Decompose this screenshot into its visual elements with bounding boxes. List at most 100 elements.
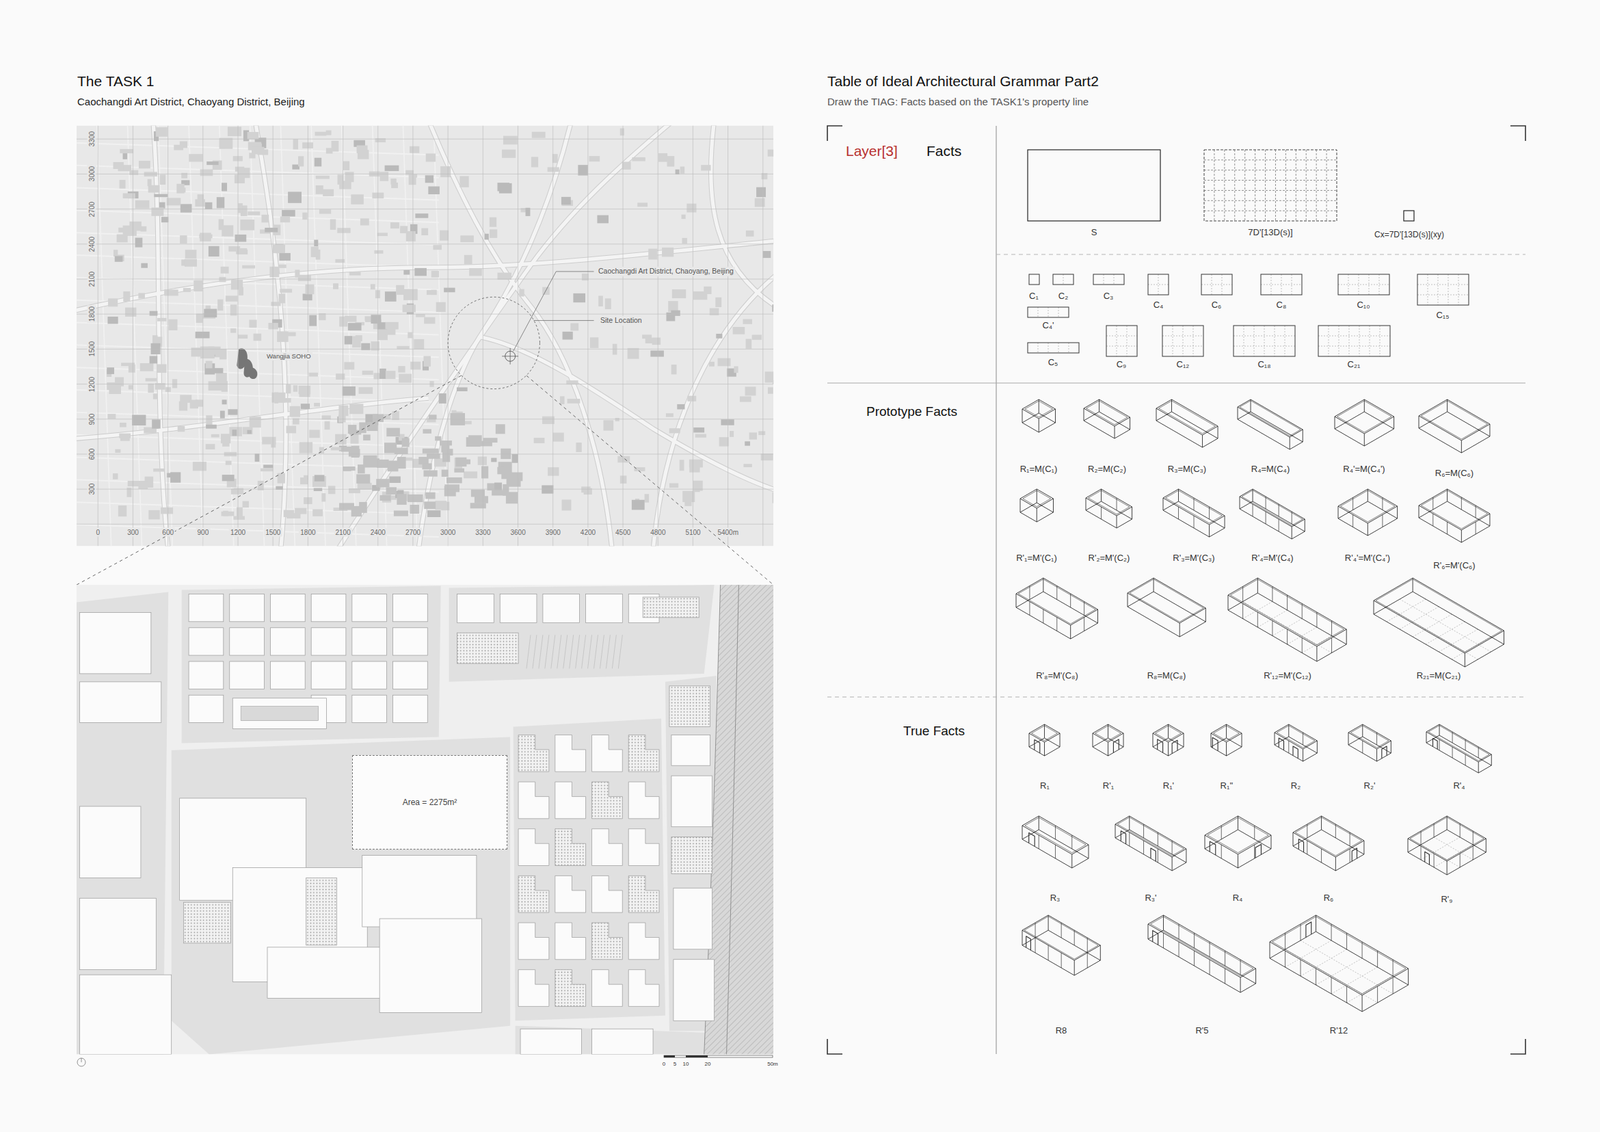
shape-icon [1014, 576, 1100, 669]
parking-line [551, 634, 556, 669]
map-building [261, 436, 276, 445]
box-edge [1071, 854, 1073, 868]
building [628, 875, 660, 913]
box-edge [1171, 856, 1173, 871]
map-building [257, 149, 269, 155]
building [79, 974, 171, 1054]
wall-column [1452, 731, 1453, 743]
building [555, 969, 586, 1007]
wall-column [1034, 937, 1036, 953]
city-block [171, 736, 511, 1054]
map-building [596, 215, 609, 224]
wall-column [1330, 977, 1332, 994]
wall-column [1171, 840, 1173, 855]
map-building [173, 144, 184, 151]
grid-outline [1204, 149, 1337, 221]
map-grid [76, 278, 774, 279]
map-building [767, 387, 774, 394]
map-building [216, 372, 228, 383]
plan-content [76, 584, 774, 1054]
shape-label: R'₆=M'(C₆) [1433, 560, 1475, 571]
shape-label: R'₉ [1440, 893, 1453, 904]
building [306, 877, 338, 945]
wall-column [1346, 932, 1348, 950]
map-building [247, 131, 260, 140]
wall-column [1376, 732, 1378, 745]
room-prototype: R₃ [1018, 814, 1092, 904]
map-building [235, 166, 245, 172]
cell-shape: C₄ [1145, 273, 1172, 311]
box-rim-inner [1276, 725, 1315, 748]
axis-tick: 5100 [683, 527, 702, 537]
building [188, 627, 224, 656]
shape-label: R₂ [1290, 780, 1301, 791]
map-building [151, 343, 161, 355]
map-building [631, 499, 645, 511]
map-building [278, 264, 286, 269]
box-edge [1114, 425, 1116, 439]
map-building [356, 145, 368, 154]
map-building [166, 197, 182, 206]
map-building [667, 155, 675, 167]
map-grid [76, 243, 774, 245]
room-prototype: R'₁=M'(C₁) [1014, 487, 1060, 564]
wall-column [1060, 952, 1062, 968]
map-building [205, 443, 216, 450]
street [402, 125, 418, 547]
box-edge [1239, 496, 1241, 509]
map-building [107, 316, 118, 325]
map-building [293, 138, 299, 150]
room-prototype: R'₄=M'(C₄) [1236, 487, 1309, 564]
door-opening [1298, 838, 1304, 852]
box-wireframe [1115, 815, 1187, 871]
map-building [339, 502, 355, 510]
map-building [622, 162, 632, 170]
shape-label: R₄=M(C₄) [1251, 463, 1290, 474]
map-building [299, 387, 311, 397]
map-building [343, 466, 351, 472]
map-building [428, 414, 437, 420]
map-grid [272, 125, 274, 547]
shape-label: R'5 [1195, 1024, 1209, 1036]
map-building [249, 416, 262, 428]
map-grid [692, 125, 694, 547]
box-edge [1418, 505, 1420, 518]
wall-column [1220, 844, 1222, 859]
box-edge [1302, 429, 1304, 442]
map-building [376, 459, 389, 468]
map-building [152, 335, 158, 344]
map-building [531, 131, 546, 139]
map-building [484, 233, 489, 240]
shape-label: C₁ [1029, 290, 1039, 301]
map-building [270, 301, 281, 306]
map-building [106, 382, 117, 390]
box-edge [1362, 724, 1363, 737]
zoom-line [76, 375, 774, 585]
cell-shape: C₂ [1050, 273, 1077, 302]
shape-icon [1092, 273, 1125, 290]
box-edge [1257, 577, 1259, 593]
map-building [423, 501, 436, 509]
box-edge [1289, 436, 1291, 450]
room-prototype: R₆ [1289, 814, 1368, 904]
shape-label: R₂=M(C₂) [1087, 463, 1127, 474]
map-building [345, 171, 355, 182]
cell-grid [1338, 284, 1390, 286]
box-wireframe [1239, 488, 1305, 539]
map-building [681, 237, 687, 244]
cell-grid [1347, 274, 1349, 295]
fact-rect [1027, 149, 1161, 221]
wall-column [1316, 611, 1318, 628]
map-building [208, 380, 223, 391]
map-building [164, 289, 178, 296]
map-building [432, 244, 442, 250]
cell-grid [1233, 345, 1296, 347]
door-opening [1278, 737, 1284, 751]
shape-icon [1126, 576, 1207, 669]
box-edge [1304, 518, 1306, 532]
door-opening [1113, 739, 1120, 753]
row-heading: Prototype Facts [866, 403, 958, 420]
map-building [279, 288, 292, 293]
map-building [118, 505, 127, 517]
map-grid [762, 125, 764, 547]
